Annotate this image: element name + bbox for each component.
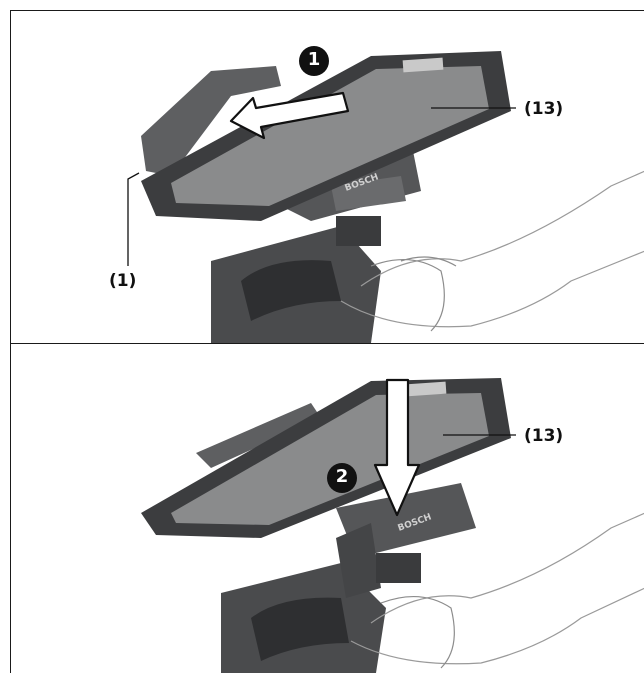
- callout-13-label: (13): [524, 426, 564, 446]
- step-1-panel: BOSCH 1 (13) (1): [10, 10, 644, 344]
- hand-outline: [350, 512, 644, 665]
- step-2-illustration: BOSCH: [141, 378, 644, 673]
- holder-front: [336, 523, 381, 598]
- holder-connector: [336, 216, 381, 246]
- holder-front: [331, 176, 406, 211]
- push-direction-arrow: [373, 378, 421, 517]
- hand-outline: [340, 170, 644, 328]
- step-2-badge: [327, 463, 357, 493]
- smartphone-camera: [402, 57, 444, 73]
- step-1-number: 1: [307, 49, 321, 70]
- handlebar-clamp: [251, 597, 349, 661]
- step-1-badge: [299, 46, 329, 76]
- smartphone-screen: [171, 393, 489, 525]
- callout-13-label: (13): [524, 99, 564, 119]
- holder-side-clamp: [141, 66, 281, 176]
- holder-connector: [376, 553, 421, 583]
- slide-direction-arrow: [229, 91, 350, 140]
- callout-1-label: (1): [109, 271, 137, 291]
- handlebar-clamp: [241, 260, 341, 321]
- smartphone-screen: [171, 66, 489, 206]
- step-2-number: 2: [335, 466, 349, 487]
- holder-side-clamp: [196, 403, 321, 468]
- step-1-illustration: BOSCH: [127, 46, 644, 343]
- finger-outline: [380, 595, 455, 669]
- smartphone-camera: [405, 381, 447, 397]
- step-2-panel: BOSCH 2 (13): [10, 343, 644, 673]
- callout-1-leader: [127, 172, 140, 266]
- finger-outline: [370, 256, 457, 332]
